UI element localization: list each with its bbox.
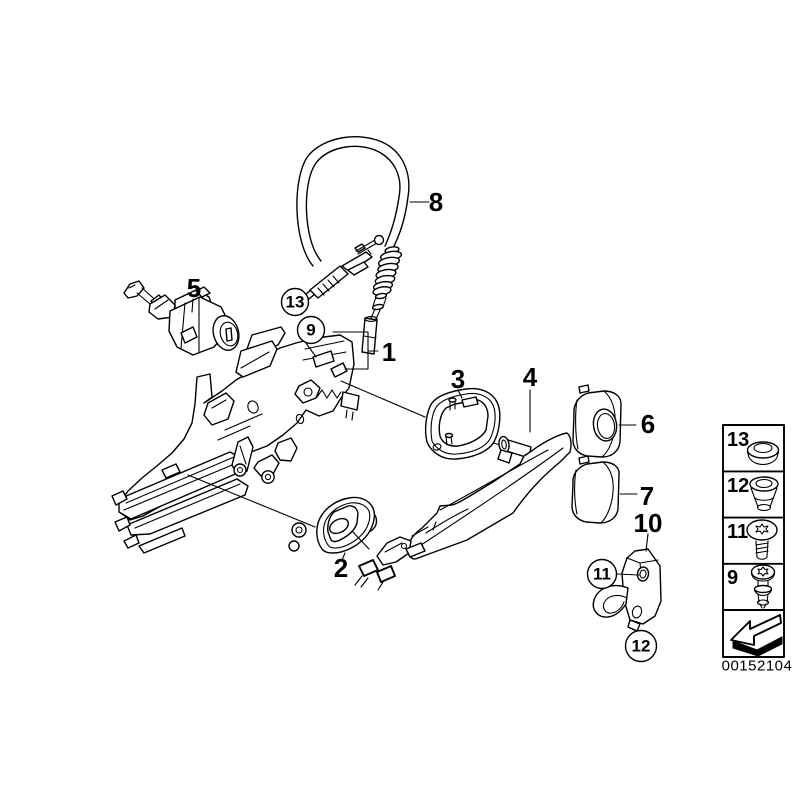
circled-callouts: 13 9 11 12 [282,289,657,662]
bowden-cable-drawing [297,137,409,354]
callout-labels: 1 2 3 4 5 6 7 8 10 [187,187,663,583]
lock-cylinder-drawing [124,281,243,355]
shoulder-screw-icon [752,565,775,608]
callout-2: 2 [334,553,348,583]
diagram-part-code: 00152104 [722,658,793,675]
direction-arrow-icon [731,615,782,656]
callout-circle-12 [626,631,657,662]
callout-circle-11 [588,560,617,589]
callout-circle-13 [282,289,309,316]
cap-with-lock-hole-drawing [573,385,621,457]
countersunk-screw-icon [747,520,777,559]
callout-12: 12 [632,637,651,656]
callout-1: 1 [382,337,396,367]
callout-3: 3 [451,364,465,394]
callout-6: 6 [641,409,655,439]
callout-7: 7 [640,481,654,511]
callout-4: 4 [523,362,538,392]
callout-8: 8 [429,187,443,217]
callout-11: 11 [593,565,611,584]
cover-cap-drawing [572,456,619,523]
callout-13: 13 [286,293,305,312]
callout-10: 10 [634,508,663,538]
door-handle-drawing [409,433,571,559]
callout-leaders [192,202,648,575]
sealing-grommet-icon [748,442,779,465]
legend-row-9-label: 9 [727,567,738,589]
fastener-legend: 13 12 11 9 [722,425,793,675]
carrier-assembly-drawing [112,327,359,553]
callout-5: 5 [187,273,201,303]
handle-gasket-drawing [426,389,500,460]
legend-row-12-label: 12 [727,475,749,497]
striker-bracket-drawing [593,549,661,631]
legend-row-11-label: 11 [727,521,748,543]
callout-9: 9 [306,321,315,340]
callout-circle-9 [298,317,325,344]
expanding-rivet-icon [750,477,778,511]
legend-row-13-label: 13 [727,429,749,451]
